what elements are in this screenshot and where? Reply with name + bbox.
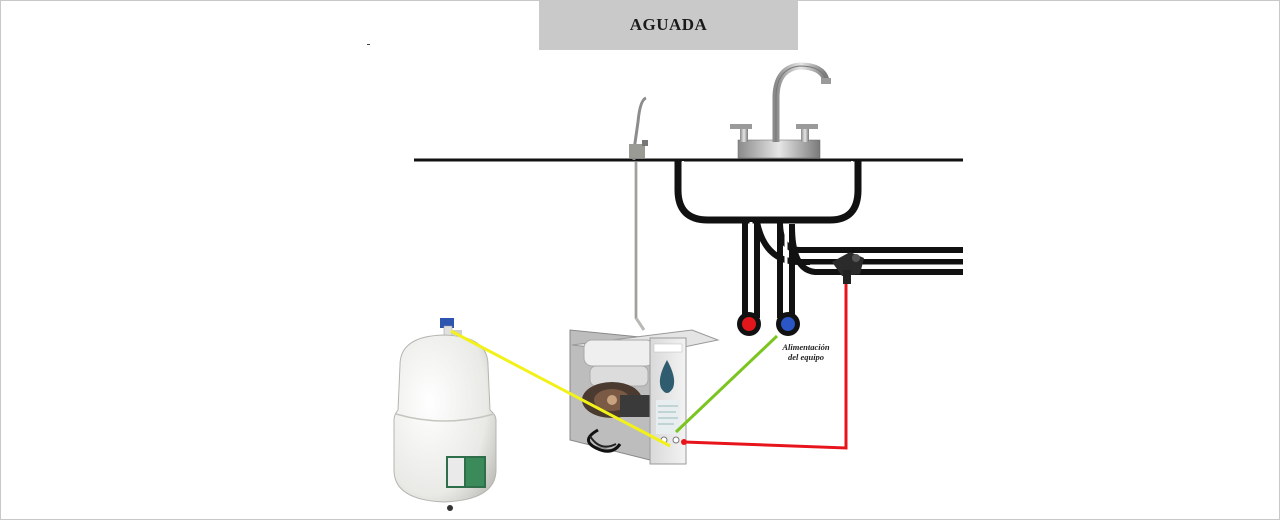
sink-basin	[674, 161, 862, 224]
feed-label: Alimentación del equipo	[770, 342, 842, 362]
title-banner: AGUADA	[539, 0, 798, 50]
stray-mark	[367, 44, 370, 45]
faucet-icon	[730, 62, 831, 159]
drinking-faucet-icon	[629, 96, 648, 331]
page-title: AGUADA	[629, 15, 708, 34]
tank-connection-line	[450, 329, 671, 448]
feed-connection-line	[674, 334, 779, 434]
ro-unit-icon	[569, 329, 720, 465]
drain-connection-line	[683, 284, 848, 450]
feed-label-line1: Alimentación	[782, 342, 830, 352]
storage-tank-icon	[393, 318, 497, 511]
drain-valve-icon	[832, 252, 864, 284]
feed-label-line2: del equipo	[787, 352, 825, 362]
